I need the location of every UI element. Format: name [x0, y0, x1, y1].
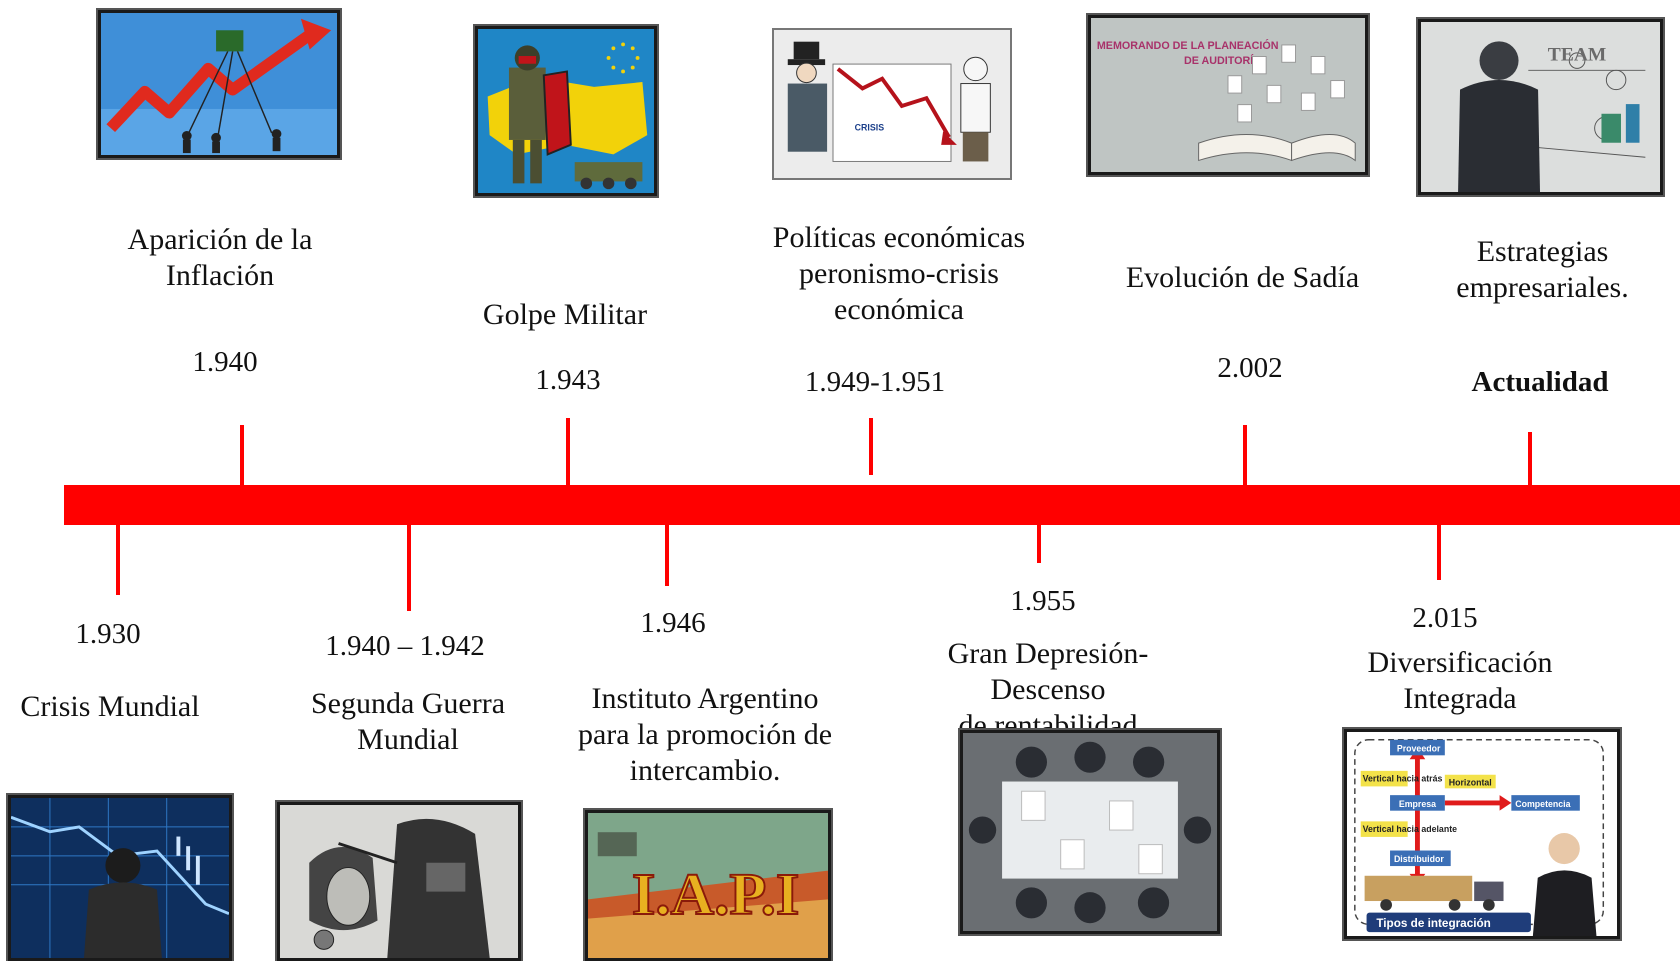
- integration-diagram-image: Proveedor Empresa Competencia Distribuid…: [1344, 729, 1620, 939]
- iapi-label: I.A.P.I: [632, 861, 799, 926]
- event-date-2015: 2.015: [1412, 602, 1478, 634]
- event-date-1940-1942: 1.940 – 1.942: [325, 630, 485, 662]
- event-date-actualidad: Actualidad: [1471, 366, 1609, 398]
- tick-1943: [566, 418, 570, 485]
- diagram-vertical-atras: Vertical hacia atrás: [1363, 774, 1443, 784]
- event-title-estrategias: Estrategias empresariales.: [1456, 235, 1629, 304]
- event-title-sadia: Evolución de Sadía: [1125, 261, 1360, 294]
- tick-1955: [1037, 525, 1041, 563]
- inflation-chart-image: [98, 10, 340, 158]
- tick-1949: [869, 418, 873, 475]
- market-crash-image: [8, 795, 232, 961]
- memo-title-1: MEMORANDO DE LA PLANEACIÓN: [1097, 39, 1279, 52]
- event-date-1946: 1.946: [640, 607, 706, 639]
- memo-title-2: DE AUDITORÍA: [1184, 54, 1261, 67]
- audit-memo-image: MEMORANDO DE LA PLANEACIÓN DE AUDITORÍA: [1088, 15, 1368, 175]
- event-title-diversificacion: Diversificación Integrada: [1367, 646, 1553, 715]
- diagram-vertical-adelante: Vertical hacia adelante: [1363, 824, 1457, 834]
- tick-actualidad: [1528, 432, 1532, 485]
- diagram-competencia: Competencia: [1515, 799, 1570, 809]
- tick-1946: [665, 525, 669, 586]
- crisis-cartoon-image: CRISIS: [772, 28, 1012, 180]
- event-date-1955: 1.955: [1010, 585, 1076, 617]
- event-date-1943: 1.943: [535, 364, 601, 396]
- event-title-gran-depresion: Gran Depresión-Descenso de rentabilidad: [947, 637, 1149, 742]
- event-date-2002: 2.002: [1217, 352, 1283, 384]
- event-title-golpe-militar: Golpe Militar: [482, 298, 648, 331]
- diagram-proveedor: Proveedor: [1397, 743, 1441, 753]
- event-title-crisis-mundial: Crisis Mundial: [20, 690, 200, 723]
- timeline-axis: [64, 485, 1680, 525]
- event-title-segunda-guerra: Segunda Guerra Mundial: [310, 687, 506, 756]
- diagram-distribuidor: Distribuidor: [1394, 854, 1444, 864]
- event-date-1949-1951: 1.949-1.951: [804, 366, 946, 398]
- tick-2002: [1243, 425, 1247, 485]
- tick-2015: [1437, 525, 1441, 580]
- team-label: TEAM: [1548, 45, 1607, 66]
- event-title-inflacion: Aparición de la Inflación: [127, 223, 313, 292]
- tick-1940: [240, 425, 244, 485]
- event-date-1930: 1.930: [75, 618, 141, 650]
- event-title-politicas: Políticas económicas peronismo-crisis ec…: [772, 221, 1026, 326]
- business-strategy-image: TEAM: [1418, 19, 1663, 195]
- meeting-table-image: [960, 730, 1220, 934]
- iapi-poster-image: I.A.P.I: [585, 810, 831, 961]
- diagram-caption: Tipos de integración: [1376, 917, 1490, 930]
- diagram-empresa: Empresa: [1399, 799, 1436, 809]
- war-cartoon-image: [277, 802, 521, 961]
- diagram-horizontal: Horizontal: [1449, 777, 1492, 787]
- event-title-instituto: Instituto Argentino para la promoción de…: [577, 682, 833, 787]
- event-date-1940: 1.940: [192, 346, 258, 378]
- crisis-label: CRISIS: [855, 122, 885, 132]
- tick-1930: [116, 525, 120, 595]
- soldier-map-image: [475, 26, 657, 196]
- tick-1940-1942: [407, 525, 411, 611]
